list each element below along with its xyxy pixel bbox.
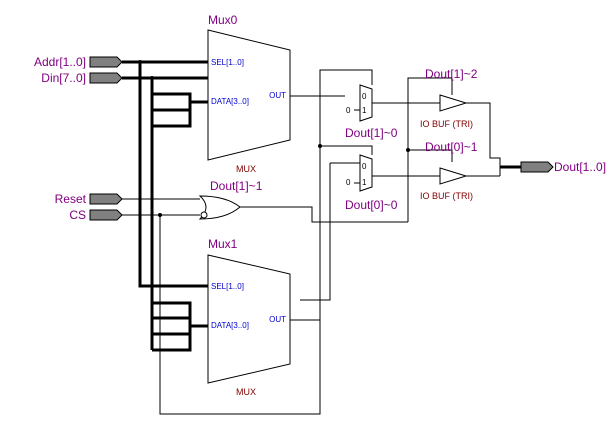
tri-buffer-top[interactable] bbox=[439, 94, 468, 112]
input-pin-addr[interactable] bbox=[89, 56, 123, 68]
mux1-out-label: OUT bbox=[269, 315, 286, 324]
select-mux-bottom-name: Dout[0]~0 bbox=[345, 198, 398, 212]
or-gate[interactable] bbox=[198, 195, 241, 220]
mux1-name: Mux1 bbox=[208, 237, 238, 251]
wire-junctions bbox=[138, 60, 410, 217]
select-mux-top-name: Dout[1]~0 bbox=[345, 126, 398, 140]
mux0-type-label: MUX bbox=[236, 164, 256, 174]
select-mux-top-in1: 1 bbox=[362, 106, 367, 115]
bus-wires bbox=[122, 60, 521, 352]
mux0-name: Mux0 bbox=[208, 13, 238, 27]
mux0-block[interactable] bbox=[207, 29, 291, 161]
or-gate-name: Dout[1]~1 bbox=[210, 179, 263, 193]
select-mux-top[interactable] bbox=[359, 84, 373, 122]
signal-wires bbox=[122, 69, 501, 415]
tri-buffer-top-name: Dout[1]~2 bbox=[425, 67, 478, 81]
input-pin-din[interactable] bbox=[89, 72, 123, 84]
select-mux-bottom-in0: 0 bbox=[362, 162, 367, 171]
select-mux-top-const: 0 bbox=[346, 106, 351, 115]
select-mux-bottom-const: 0 bbox=[346, 178, 351, 187]
mux0-out-label: OUT bbox=[269, 91, 286, 100]
tri-buffer-bottom-name: Dout[0]~1 bbox=[425, 140, 478, 154]
mux1-type-label: MUX bbox=[236, 387, 256, 397]
port-label-dout: Dout[1..0] bbox=[554, 160, 606, 174]
input-pin-cs[interactable] bbox=[89, 209, 123, 221]
mux1-block[interactable] bbox=[207, 254, 291, 384]
port-label-cs: CS bbox=[69, 208, 86, 222]
select-mux-bottom-in1: 1 bbox=[362, 178, 367, 187]
output-pin-dout[interactable] bbox=[520, 161, 554, 173]
tri-buffer-bottom-type: IO BUF (TRI) bbox=[420, 191, 473, 201]
port-label-din: Din[7..0] bbox=[41, 71, 86, 85]
mux1-sel-label: SEL[1..0] bbox=[211, 282, 244, 291]
port-label-reset: Reset bbox=[55, 192, 87, 206]
tri-buffer-bottom[interactable] bbox=[439, 167, 468, 185]
mux0-sel-label: SEL[1..0] bbox=[211, 58, 244, 67]
mux0-data-label: DATA[3..0] bbox=[211, 97, 249, 106]
select-mux-bottom[interactable] bbox=[359, 154, 373, 192]
mux1-data-label: DATA[3..0] bbox=[211, 321, 249, 330]
select-mux-top-in0: 0 bbox=[362, 92, 367, 101]
port-label-addr: Addr[1..0] bbox=[34, 55, 86, 69]
input-pin-reset[interactable] bbox=[89, 193, 123, 205]
tri-buffer-top-type: IO BUF (TRI) bbox=[420, 119, 473, 129]
